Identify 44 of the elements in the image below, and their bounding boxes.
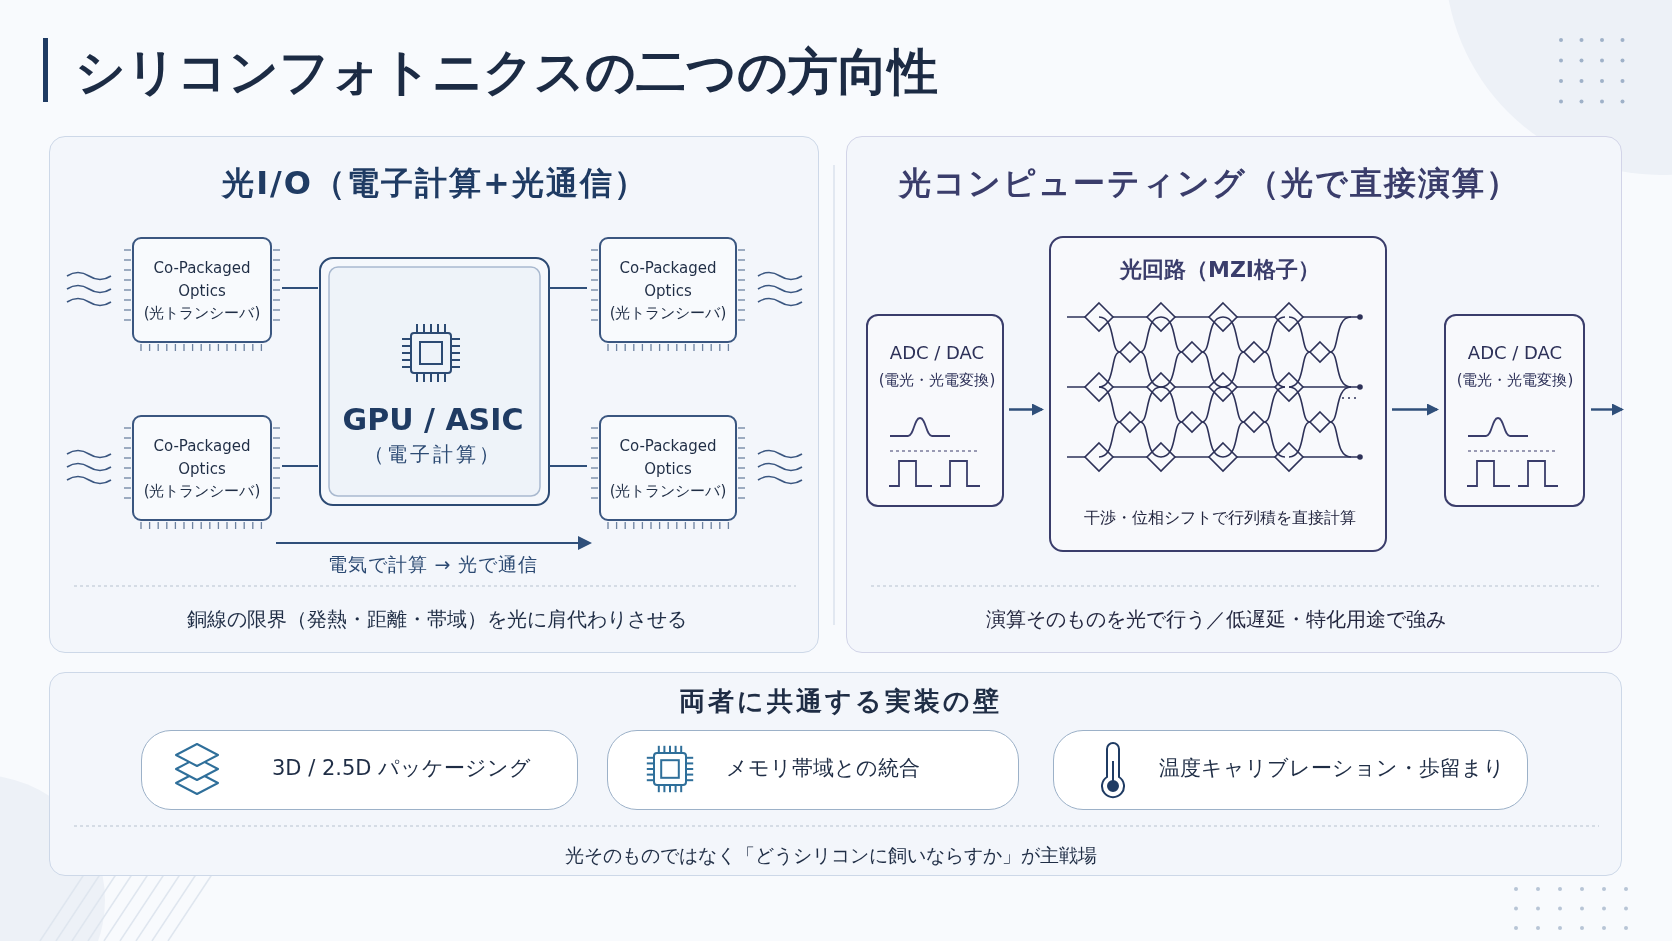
chip-label: GPU / ASIC [342,400,524,439]
optics-module [121,414,283,532]
pill-label: メモリ帯域との統合 [726,755,920,783]
optics-module [121,236,283,354]
module-label: Co-Packaged Optics (光トランシーバ) [142,258,262,325]
panel [49,136,819,653]
converter-subtitle: (電光・光電変換) [878,371,996,391]
circuit-heading: 光回路（MZI格子） [1120,255,1320,284]
converter-box [866,314,1004,507]
circuit-caption: 干渉・位相シフトで行列積を直接計算 [1084,507,1356,529]
panel-heading: 光コンピューティング（光で直接演算） [898,163,1520,205]
pill-card [607,730,1019,810]
chip-subtitle: （電子計算） [364,441,502,467]
panel-heading: 光I/O（電子計算+光通信） [222,163,648,205]
optics-module [588,414,748,532]
band-heading: 両者に共通する実装の壁 [678,685,1002,719]
circuit-box [1049,236,1387,552]
module-label: Co-Packaged Optics (光トランシーバ) [608,258,728,325]
connector-line [281,287,319,289]
connector-line [548,287,588,289]
panel-footer: 演算そのものを光で行う／低遅延・特化用途で強み [986,606,1446,632]
arrow [1591,403,1624,416]
page-title: シリコンフォトニクスの二つの方向性 [75,41,938,103]
arrow [1009,403,1044,416]
processor-box [319,257,550,506]
band-footer: 光そのものではなく「どうシリコンに飼いならすか」が主戦場 [565,842,1097,868]
flow-caption: 電気で計算 → 光で通信 [327,551,539,577]
converter-box [1444,314,1585,507]
converter-label: ADC / DAC [1467,341,1563,365]
optics-module [588,236,748,354]
panel-footer: 銅線の限界（発熱・距離・帯域）を光に肩代わりさせる [187,606,687,632]
pill-card [141,730,578,810]
pill-card [1053,730,1528,810]
arrow [1392,403,1439,416]
module-label: Co-Packaged Optics (光トランシーバ) [608,436,728,503]
pill-label: 温度キャリブレーション・歩留まり [1159,755,1505,783]
panel [49,672,1622,876]
converter-subtitle: (電光・光電変換) [1456,371,1574,391]
pill-label: 3D / 2.5D パッケージング [272,755,532,783]
panel [846,136,1622,653]
converter-label: ADC / DAC [889,341,985,365]
module-label: Co-Packaged Optics (光トランシーバ) [142,436,262,503]
connector-line [281,465,319,467]
connector-line [548,465,588,467]
